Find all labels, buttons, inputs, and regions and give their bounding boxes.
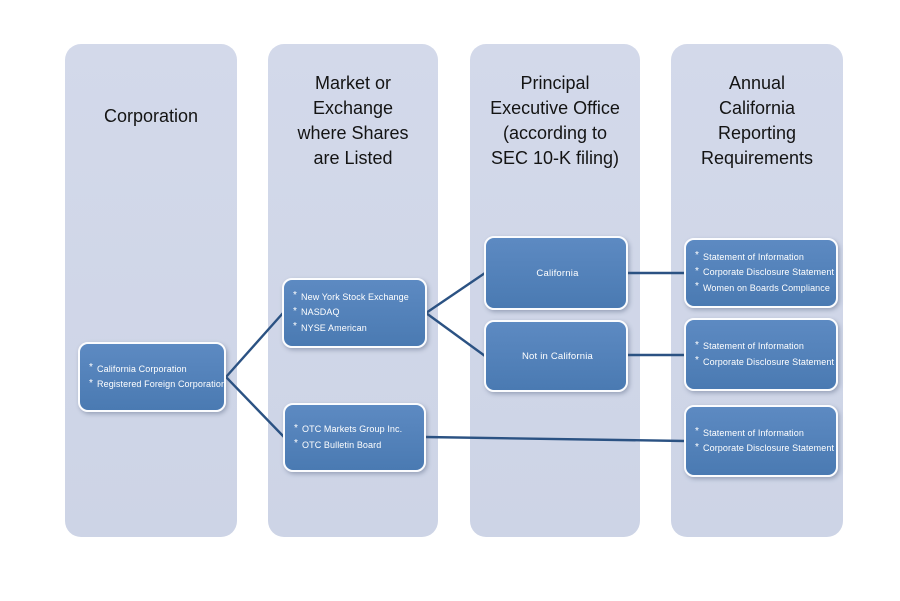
node-requirements-not-california: * Statement of Information * Corporate D… [684, 318, 838, 391]
list-item: * Statement of Information [695, 339, 830, 355]
bullet-asterisk: * [293, 305, 297, 317]
bullet-asterisk: * [293, 290, 297, 302]
list-item-label: Women on Boards Compliance [703, 282, 830, 293]
list-item-label: California Corporation [97, 363, 187, 374]
bullet-asterisk: * [695, 339, 699, 351]
node-corporation-types: * California Corporation * Registered Fo… [78, 342, 226, 412]
list-item: * Statement of Information [695, 426, 830, 442]
list-item-label: Corporate Disclosure Statement [703, 267, 835, 278]
list-item-label: Statement of Information [703, 341, 804, 351]
bullet-asterisk: * [89, 362, 93, 373]
bullet-asterisk: * [89, 377, 93, 389]
list-item: * New York Stock Exchange [293, 290, 419, 306]
column-title-principal-executive-office: Principal Executive Office (according to… [490, 73, 620, 168]
list-item: * OTC Markets Group Inc. [294, 422, 418, 438]
column-title-corporation: Corporation [103, 106, 199, 126]
list-item: * OTC Bulletin Board [294, 438, 418, 454]
list-item-label: Corporate Disclosure Statement [703, 443, 835, 453]
column-title-annual-reporting-requirements: Annual California Reporting Requirements [700, 73, 814, 168]
list-item-label: Statement of Information [703, 427, 804, 438]
list-item: * NASDAQ [293, 305, 419, 321]
bullet-asterisk: * [695, 281, 699, 293]
node-requirements-otc: * Statement of Information * Corporate D… [684, 405, 838, 477]
bullet-asterisk: * [695, 441, 699, 453]
node-major-exchanges: * New York Stock Exchange * NASDAQ * NYS… [282, 278, 427, 348]
node-label: Not in California [522, 350, 593, 362]
list-item-label: OTC Markets Group Inc. [302, 424, 403, 434]
node-label: California [536, 267, 579, 279]
bullet-asterisk: * [294, 422, 298, 434]
list-item-label: NYSE American [301, 322, 367, 333]
list-item-label: Registered Foreign Corporation [97, 379, 227, 389]
list-item: * Registered Foreign Corporation [89, 377, 226, 393]
bullet-asterisk: * [294, 438, 298, 449]
list-item-label: New York Stock Exchange [301, 291, 409, 302]
list-item: * Women on Boards Compliance [695, 281, 830, 297]
list-item: * California Corporation [89, 362, 218, 378]
list-item: * Corporate Disclosure Statement [695, 441, 834, 457]
list-item-label: Corporate Disclosure Statement [703, 356, 835, 367]
bullet-asterisk: * [695, 250, 699, 262]
list-item-label: NASDAQ [301, 307, 340, 318]
bullet-asterisk: * [695, 426, 699, 437]
list-item: * Statement of Information [695, 250, 830, 266]
bullet-asterisk: * [695, 265, 699, 277]
bullet-asterisk: * [293, 321, 297, 333]
column-corporation: Corporation [65, 44, 237, 537]
list-item: * NYSE American [293, 321, 419, 337]
node-otc-markets: * OTC Markets Group Inc. * OTC Bulletin … [283, 403, 426, 472]
bullet-asterisk: * [695, 355, 699, 366]
list-item-label: OTC Bulletin Board [302, 439, 382, 450]
node-office-california: California [484, 236, 628, 310]
list-item: * Corporate Disclosure Statement [695, 355, 834, 371]
list-item: * Corporate Disclosure Statement [695, 265, 834, 281]
column-title-market-exchange: Market or Exchange where Shares are List… [297, 73, 409, 168]
node-office-not-california: Not in California [484, 320, 628, 392]
list-item-label: Statement of Information [703, 251, 804, 262]
node-requirements-california: * Statement of Information * Corporate D… [684, 238, 838, 308]
